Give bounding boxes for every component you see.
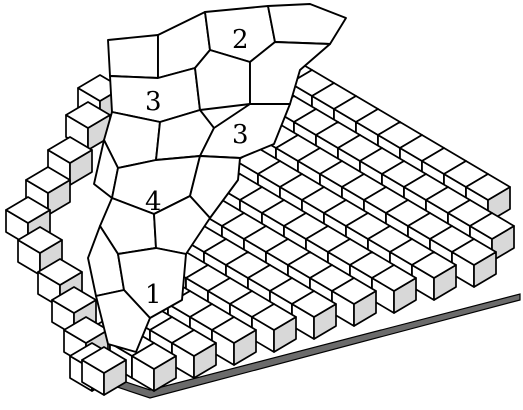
tile-label-3-left: 3 (145, 87, 162, 117)
tile-label-1: 1 (145, 280, 162, 310)
tile (195, 50, 250, 110)
tile-label-4: 4 (145, 187, 162, 217)
tile-label-2: 2 (232, 25, 249, 55)
tile (268, 4, 346, 44)
tile-label-3-right: 3 (232, 120, 249, 150)
tile (108, 35, 158, 78)
